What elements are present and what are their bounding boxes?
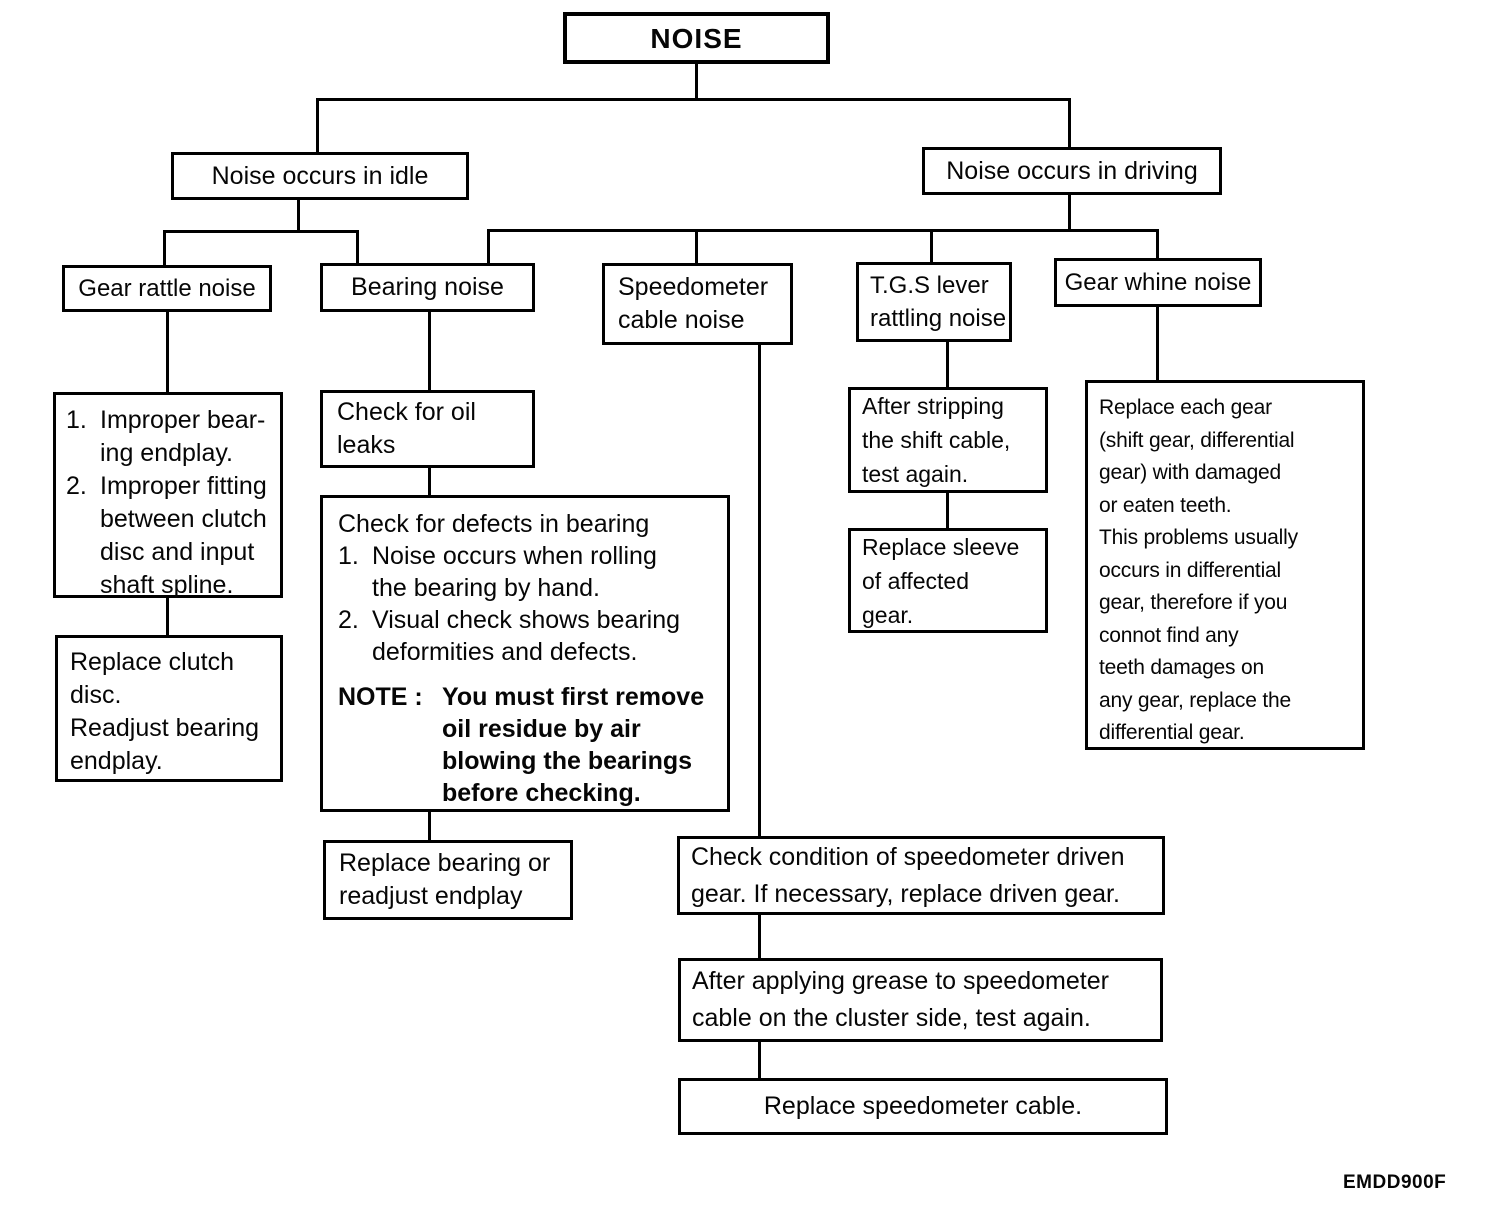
node-gear-whine-remedy: Replace each gear (shift gear, different…: [1085, 380, 1365, 750]
node-label: Gear whine noise: [1064, 269, 1252, 296]
check-title: Check for defects in bearing: [338, 510, 650, 538]
node-label: Gear rattle noise: [78, 275, 256, 302]
node-check-oil-leaks: Check for oil leaks: [320, 390, 535, 468]
node-bearing-remedy: Replace bearing or readjust endplay: [323, 840, 573, 920]
node-noise: NOISE: [563, 12, 830, 64]
item-text: Improper bear- ing endplay.: [100, 406, 266, 467]
note-text: You must first remove oil residue by air…: [442, 683, 705, 807]
node-text: Replace clutch disc. Readjust bearing en…: [70, 648, 260, 775]
node-text: Check condition of speedometer driven ge…: [691, 842, 1125, 908]
item-marker: 2.: [338, 606, 359, 634]
connector-line: [428, 312, 431, 390]
note-label: NOTE :: [338, 683, 423, 711]
connector-line: [1068, 98, 1071, 147]
node-speedo-remedy: Replace speedometer cable.: [678, 1078, 1168, 1135]
node-text: After applying grease to speedometer cab…: [692, 967, 1109, 1032]
connector-line: [930, 229, 933, 262]
node-gear-whine-noise: Gear whine noise: [1054, 258, 1262, 307]
item-text: Improper fitting between clutch disc and…: [100, 472, 267, 599]
connector-line: [695, 64, 698, 100]
item-marker: 1.: [66, 406, 87, 434]
connector-line: [1156, 229, 1159, 258]
node-gear-rattle-noise: Gear rattle noise: [62, 265, 272, 312]
note-block: NOTE : You must first remove oil residue…: [338, 681, 721, 809]
node-text: Replace sleeve of affected gear.: [862, 533, 1020, 628]
node-text: Replace bearing or readjust endplay: [339, 849, 551, 910]
connector-line: [316, 98, 1071, 101]
connector-line: [356, 230, 359, 263]
node-label: Noise occurs in driving: [946, 156, 1198, 185]
node-label: Speedometer cable noise: [618, 273, 769, 334]
node-text: Replace each gear (shift gear, different…: [1099, 396, 1298, 744]
connector-line: [1068, 195, 1071, 232]
check-item: 2. Visual check shows bearing deformitie…: [338, 604, 721, 668]
connector-line: [163, 230, 359, 233]
item-marker: 1.: [338, 542, 359, 570]
connector-line: [428, 812, 431, 840]
item-text: Visual check shows bearing deformities a…: [372, 606, 681, 666]
connector-line: [166, 598, 169, 635]
connector-line: [316, 98, 319, 152]
node-speedo-check-driven-gear: Check condition of speedometer driven ge…: [677, 836, 1165, 915]
connector-line: [1156, 307, 1159, 380]
cause-item: 1. Improper bear- ing endplay.: [66, 404, 276, 470]
node-speedometer-cable-noise: Speedometer cable noise: [602, 263, 793, 345]
connector-line: [166, 312, 169, 392]
connector-line: [487, 229, 490, 263]
node-label: Noise occurs in idle: [211, 161, 429, 190]
node-tgs-lever-rattling-noise: T.G.S lever rattling noise: [856, 262, 1012, 342]
node-tgs-remedy: Replace sleeve of affected gear.: [848, 528, 1048, 633]
connector-line: [297, 200, 300, 233]
node-text: After stripping the shift cable, test ag…: [862, 393, 1011, 487]
node-noise-in-idle: Noise occurs in idle: [171, 152, 469, 200]
node-label: Bearing noise: [351, 273, 504, 301]
node-bearing-noise: Bearing noise: [320, 263, 535, 312]
node-speedo-apply-grease: After applying grease to speedometer cab…: [678, 958, 1163, 1042]
connector-line: [946, 493, 949, 528]
connector-line: [946, 342, 949, 387]
node-gear-rattle-remedy: Replace clutch disc. Readjust bearing en…: [55, 635, 283, 782]
node-tgs-step: After stripping the shift cable, test ag…: [848, 387, 1048, 493]
item-marker: 2.: [66, 472, 87, 500]
connector-line: [428, 468, 431, 495]
cause-item: 2. Improper fitting between clutch disc …: [66, 470, 276, 602]
item-text: Noise occurs when rolling the bearing by…: [372, 542, 657, 602]
figure-code: EMDD900F: [1343, 1172, 1447, 1193]
connector-line: [487, 229, 1159, 232]
connector-line: [163, 230, 166, 265]
node-bearing-defects-check: Check for defects in bearing 1. Noise oc…: [320, 495, 730, 812]
connector-line: [695, 229, 698, 263]
node-label: T.G.S lever rattling noise: [870, 272, 1007, 332]
node-noise-label: NOISE: [650, 22, 743, 54]
connector-line: [758, 1042, 761, 1078]
connector-line: [758, 915, 761, 958]
check-item: 1. Noise occurs when rolling the bearing…: [338, 540, 721, 604]
node-noise-in-driving: Noise occurs in driving: [922, 147, 1222, 195]
node-gear-rattle-causes: 1. Improper bear- ing endplay. 2. Improp…: [53, 392, 283, 599]
node-text: Replace speedometer cable.: [763, 1092, 1083, 1120]
node-text: Check for oil leaks: [337, 398, 476, 459]
connector-line: [758, 345, 761, 836]
